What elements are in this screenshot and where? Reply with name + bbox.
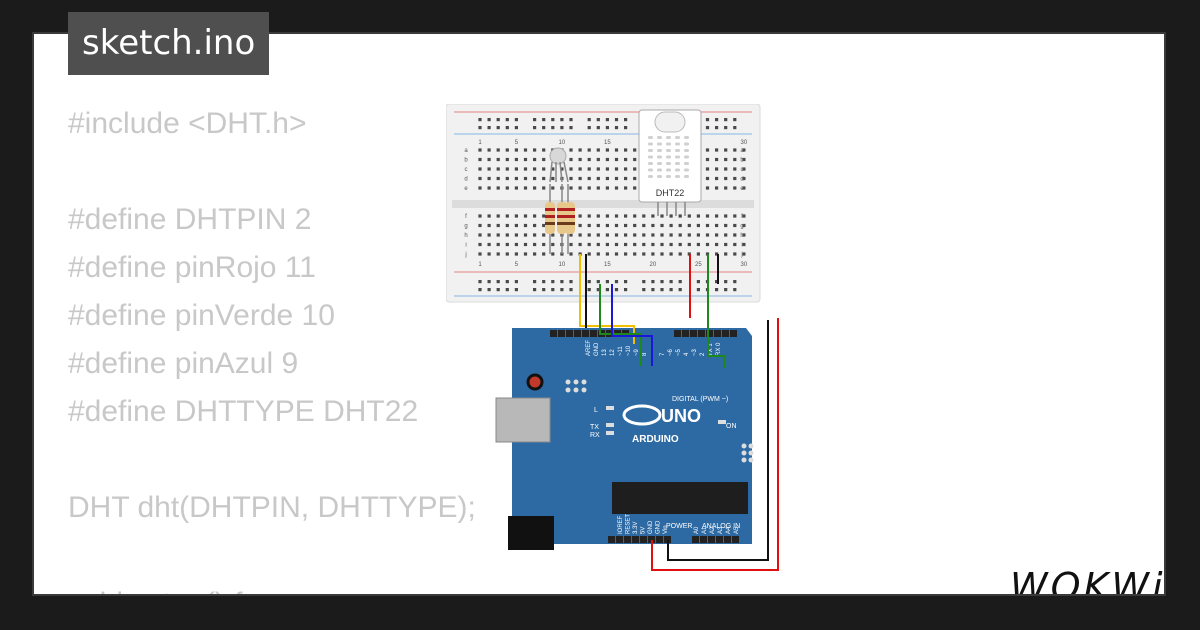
code-line: #define pinAzul 9 <box>68 347 299 380</box>
bb-row-label: g <box>740 224 743 230</box>
code-line: DHT dht(DHTPIN, DHTTYPE); <box>68 491 476 524</box>
bb-row-label: d <box>464 177 467 183</box>
uno-pin-label: 12 <box>610 349 616 356</box>
bb-row-label: j <box>464 252 466 258</box>
bb-col-number: 10 <box>559 140 566 146</box>
code-line: void setup() { <box>68 580 476 594</box>
uno-pin-label: TX 1 <box>708 343 714 356</box>
resistors <box>545 184 575 254</box>
uno-pin-label: GND <box>656 520 662 534</box>
digital-header-label: DIGITAL (PWM ~) <box>672 396 728 403</box>
uno-pin-label: GND <box>594 342 600 356</box>
uno-pin-label: 3.3V <box>633 522 639 534</box>
uno-pin-label: RX 0 <box>716 342 722 356</box>
rx-led-label: RX <box>590 432 600 439</box>
uno-pin-label: AREF <box>586 340 592 356</box>
bb-col-number: 1 <box>478 262 482 268</box>
file-tab[interactable]: sketch.ino <box>68 12 270 75</box>
code-line: #define pinVerde 10 <box>68 299 335 332</box>
on-led-label: ON <box>726 423 737 430</box>
preview-card: #include <DHT.h> #define DHTPIN 2 #define … <box>34 34 1164 594</box>
uno-pin-label: 7 <box>660 352 666 356</box>
uno-pin-label: ~5 <box>676 348 682 356</box>
bb-col-number: 1 <box>478 140 482 146</box>
arduino-brand-label: ARDUINO <box>632 434 679 445</box>
bb-row-label: f <box>465 214 467 220</box>
bb-col-number: 25 <box>695 262 702 268</box>
bb-col-number: 15 <box>604 262 611 268</box>
dht22-label: DHT22 <box>656 188 685 198</box>
bb-row-label: h <box>464 233 467 239</box>
bb-col-number: 30 <box>741 262 748 268</box>
bb-col-number: 5 <box>515 262 519 268</box>
arduino-uno: UNO ARDUINO DIGITAL (PWM ~) POWER ANALOG… <box>495 328 754 550</box>
bb-col-number: 10 <box>559 262 566 268</box>
bb-row-label: f <box>741 214 743 220</box>
uno-pin-label: A1 <box>702 526 708 534</box>
uno-pin-label: GND <box>648 520 654 534</box>
uno-pin-label: 8 <box>642 352 648 356</box>
code-line: #include <DHT.h> <box>68 107 307 140</box>
code-line: #define DHTTYPE DHT22 <box>68 395 419 428</box>
uno-pin-label: A5 <box>734 526 740 534</box>
bb-row-label: j <box>740 252 742 258</box>
bb-row-label: d <box>740 177 743 183</box>
code-preview: #include <DHT.h> #define DHTPIN 2 #define … <box>68 100 476 594</box>
circuit-diagram: 115510101515202025253030aabbccddeeffgghh… <box>446 104 779 571</box>
code-line <box>68 436 476 484</box>
bb-col-number: 30 <box>741 140 748 146</box>
bb-row-label: c <box>741 167 744 173</box>
power-header-label: POWER <box>666 523 692 530</box>
tx-led-label: TX <box>590 424 599 431</box>
uno-pin-label: IOREF <box>618 515 624 534</box>
code-line: #define pinRojo 11 <box>68 251 316 284</box>
uno-pin-label: A0 <box>694 526 700 534</box>
uno-pin-label: ~9 <box>634 348 640 356</box>
uno-pin-label: ~6 <box>668 348 674 356</box>
uno-model-label: UNO <box>661 406 701 426</box>
code-line: #define DHTPIN 2 <box>68 203 312 236</box>
bb-col-number: 5 <box>515 140 519 146</box>
uno-pin-label: A4 <box>726 526 732 534</box>
uno-pin-label: Vin <box>663 525 669 534</box>
uno-pin-label: ~3 <box>692 348 698 356</box>
bb-col-number: 15 <box>604 140 611 146</box>
uno-pin-label: ~10 <box>626 345 632 356</box>
uno-pin-label: A3 <box>718 526 724 534</box>
wokwi-logo-text: WOKWi <box>1010 565 1164 594</box>
bb-row-label: c <box>465 167 468 173</box>
analog-header-label: ANALOG IN <box>702 523 740 530</box>
l-led-label: L <box>594 407 598 414</box>
dht22-sensor: DHT22 <box>638 109 702 216</box>
bb-row-label: b <box>740 158 744 164</box>
code-line <box>68 148 476 196</box>
bb-row-label: b <box>464 158 468 164</box>
wires <box>579 254 779 571</box>
rgb-led <box>549 147 569 183</box>
bb-row-label: e <box>464 186 468 192</box>
uno-pin-label: RESET <box>626 514 632 534</box>
bb-col-number: 20 <box>650 262 657 268</box>
uno-pin-label: 4 <box>684 352 690 356</box>
breadboard: 115510101515202025253030aabbccddeeffgghh… <box>446 104 761 303</box>
wokwi-logo: WOKWi <box>1010 565 1164 594</box>
uno-pin-label: A2 <box>710 526 716 534</box>
uno-pin-label: 2 <box>700 352 706 356</box>
uno-pin-label: 5V <box>641 527 647 534</box>
uno-pin-label: ~11 <box>618 346 624 356</box>
bb-row-label: h <box>740 233 743 239</box>
bb-row-label: a <box>740 148 744 154</box>
bb-row-label: i <box>465 243 466 249</box>
bb-row-label: e <box>740 186 744 192</box>
uno-pin-label: 13 <box>602 349 608 356</box>
bb-row-label: i <box>741 243 742 249</box>
bb-row-label: g <box>464 224 467 230</box>
bb-row-label: a <box>464 148 468 154</box>
code-line <box>68 532 476 580</box>
